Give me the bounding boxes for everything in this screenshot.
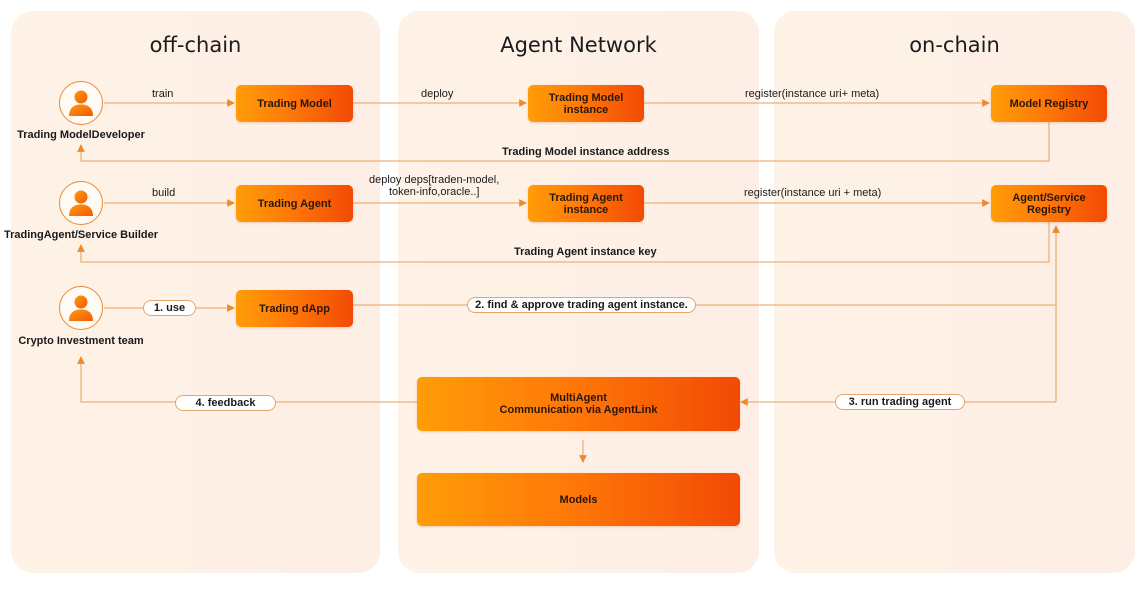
box-models-label: Models [559,493,598,506]
box-trading-model[interactable]: Trading Model [236,85,353,122]
box-trading-dapp-label: Trading dApp [259,302,330,315]
label-model-instance-address: Trading Model instance address [502,146,670,158]
actor-model-developer-label: Trading ModelDeveloper [17,129,145,141]
off-chain-title: off-chain [149,33,242,57]
box-agent-instance-line2: instance [563,203,609,216]
box-trading-agent-label: Trading Agent [257,197,332,210]
actor-agent-builder [59,181,103,225]
label-deploy-deps-line1: deploy deps[traden-model, [369,174,500,186]
user-icon [69,295,93,321]
box-trading-dapp[interactable]: Trading dApp [236,290,353,327]
box-trading-model-label: Trading Model [257,97,332,110]
box-agent-instance-line1: Trading Agent [549,191,623,204]
box-agent-registry-line2: Registry [1026,203,1072,216]
label-deploy-deps-line2: token-info,oracle..] [389,186,480,198]
box-trading-agent[interactable]: Trading Agent [236,185,353,222]
box-model-instance-line2: instance [563,103,609,116]
label-deploy: deploy [421,88,454,100]
box-multiagent-communication[interactable]: MultiAgent Communication via AgentLink [417,377,740,431]
step-3-run-agent: 3. run trading agent [835,394,965,410]
box-model-registry-label: Model Registry [1009,97,1089,110]
actor-investment-team-label: Crypto Investment team [18,335,144,347]
box-trading-model-instance[interactable]: Trading Model instance [528,85,644,122]
box-model-registry[interactable]: Model Registry [991,85,1107,122]
box-model-instance-line1: Trading Model [548,91,624,104]
actor-agent-builder-label: TradingAgent/Service Builder [3,229,159,241]
box-agent-registry-line1: Agent/Service [1012,191,1086,204]
label-register-model: register(instance uri+ meta) [745,88,880,100]
user-icon [69,190,93,216]
edge-model-instance-address [77,122,1050,162]
step-2-find-approve: 2. find & approve trading agent instance… [467,297,696,313]
step-4-feedback: 4. feedback [175,395,276,411]
user-icon [69,90,93,116]
actor-investment-team [59,286,103,330]
label-agent-instance-key: Trading Agent instance key [514,246,657,258]
box-multiagent-line2: Communication via AgentLink [499,404,658,416]
box-models[interactable]: Models [417,473,740,526]
on-chain-title: on-chain [909,33,1000,57]
box-multiagent-line1: MultiAgent [550,392,607,404]
label-build: build [152,187,176,199]
actor-model-developer [59,81,103,125]
box-agent-service-registry[interactable]: Agent/Service Registry [991,185,1107,222]
edge-agent-instance-key [77,222,1050,263]
box-trading-agent-instance[interactable]: Trading Agent instance [528,185,644,222]
label-train: train [152,88,174,100]
agent-network-title: Agent Network [500,33,657,57]
label-register-agent: register(instance uri + meta) [744,187,882,199]
step-1-use: 1. use [143,300,196,316]
edge-feedback [77,356,417,403]
